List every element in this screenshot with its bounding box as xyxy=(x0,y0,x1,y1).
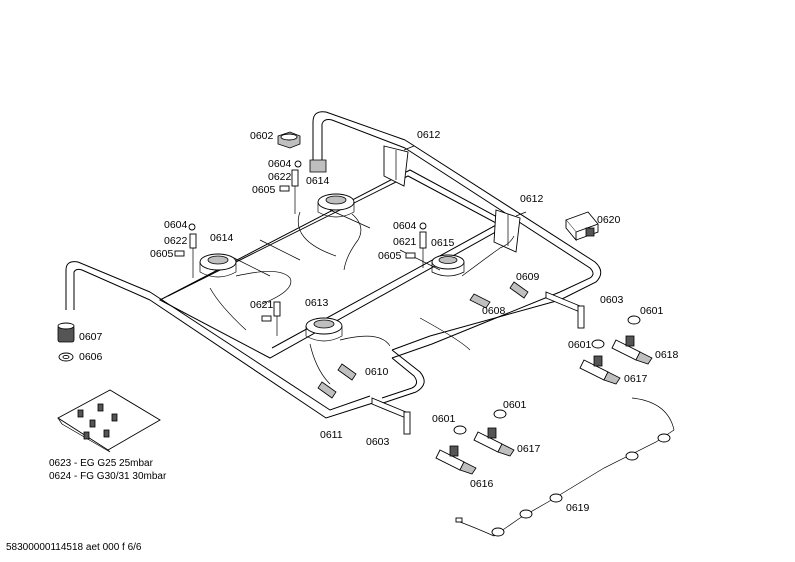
inlet-fitting-0607 xyxy=(57,322,75,343)
injector-0609 xyxy=(509,281,529,299)
electrode-0621-front xyxy=(273,301,281,336)
electrode-0621-right xyxy=(419,231,427,268)
label-0601-d: 0601 xyxy=(432,413,456,425)
label-0601-b: 0601 xyxy=(568,339,592,351)
burner-0614-left xyxy=(199,253,237,278)
nut-0602 xyxy=(277,131,301,149)
label-0610: 0610 xyxy=(365,366,389,378)
label-0614-left: 0614 xyxy=(210,232,234,244)
legend-line-0624: 0624 - FG G30/31 30mbar xyxy=(49,471,167,482)
label-0621-right: 0621 xyxy=(393,236,417,248)
label-0619: 0619 xyxy=(566,502,590,514)
label-0621-front: 0621 xyxy=(250,299,274,311)
bracket-0612-top xyxy=(383,145,415,187)
label-0612-top: 0612 xyxy=(417,129,441,141)
document-footer-code: 58300000114518 aet 000 f 6/6 xyxy=(6,542,142,553)
seal-0606 xyxy=(58,352,74,362)
clip-0605-front xyxy=(261,315,272,322)
nozzle-bag xyxy=(57,389,161,453)
legend-line-0623: 0623 - EG G25 25mbar xyxy=(49,458,153,469)
fitting-0602-on-pipe xyxy=(309,159,327,173)
label-0617-front: 0617 xyxy=(517,443,541,455)
label-0604-top: 0604 xyxy=(268,158,292,170)
label-0609: 0609 xyxy=(516,271,540,283)
label-0603-right: 0603 xyxy=(600,294,624,306)
washer-0604-left xyxy=(188,223,196,231)
clip-0605-right xyxy=(405,252,416,259)
gas-pipe-frame xyxy=(65,111,602,419)
clip-0605-top xyxy=(279,185,290,192)
burner-0615-right xyxy=(431,254,465,277)
label-0602: 0602 xyxy=(250,130,274,142)
valve-0617-right xyxy=(579,355,621,385)
ignition-wires xyxy=(209,211,515,385)
seal-0601-a xyxy=(627,315,641,325)
burner-0613-front xyxy=(305,317,343,342)
seal-0601-d xyxy=(453,425,467,435)
label-0620: 0620 xyxy=(597,214,621,226)
label-0604-left: 0604 xyxy=(164,219,188,231)
washer-0604-right xyxy=(419,222,427,230)
label-0616: 0616 xyxy=(470,478,494,490)
label-0608: 0608 xyxy=(482,305,506,317)
label-0622-left: 0622 xyxy=(164,235,188,247)
injector-0611 xyxy=(317,381,337,399)
label-0615: 0615 xyxy=(431,237,455,249)
label-0607: 0607 xyxy=(79,331,103,343)
label-0606: 0606 xyxy=(79,351,103,363)
label-0605-right: 0605 xyxy=(378,250,402,262)
burner-0614-top xyxy=(317,193,355,218)
label-0617-right: 0617 xyxy=(624,373,648,385)
ignition-module-0620 xyxy=(565,211,599,242)
washer-0604-top xyxy=(294,160,302,168)
valve-0617-front xyxy=(473,427,515,457)
seal-0601-b xyxy=(591,339,605,349)
label-0604-right: 0604 xyxy=(393,220,417,232)
label-0622-top: 0622 xyxy=(268,171,292,183)
label-0603-front: 0603 xyxy=(366,436,390,448)
ignition-harness-0619 xyxy=(455,397,675,537)
label-0601-a: 0601 xyxy=(640,305,664,317)
bracket-0603-right xyxy=(545,291,585,329)
valve-0616 xyxy=(435,445,477,475)
label-0601-c: 0601 xyxy=(503,399,527,411)
electrode-0622-top xyxy=(291,169,299,214)
label-0618: 0618 xyxy=(655,349,679,361)
label-0614-top: 0614 xyxy=(306,175,330,187)
electrode-0622-left xyxy=(189,233,197,278)
bracket-0603-front xyxy=(371,397,411,435)
label-0612-right: 0612 xyxy=(520,193,544,205)
seal-0601-c xyxy=(493,409,507,419)
bracket-0612-right xyxy=(493,209,527,253)
label-0605-top: 0605 xyxy=(252,184,276,196)
valve-0618 xyxy=(611,335,653,365)
label-0605-left: 0605 xyxy=(150,248,174,260)
label-0613: 0613 xyxy=(305,297,329,309)
injector-0610 xyxy=(337,363,357,381)
clip-0605-left xyxy=(174,250,185,257)
label-0611: 0611 xyxy=(320,429,343,441)
injector-0608 xyxy=(469,293,491,309)
